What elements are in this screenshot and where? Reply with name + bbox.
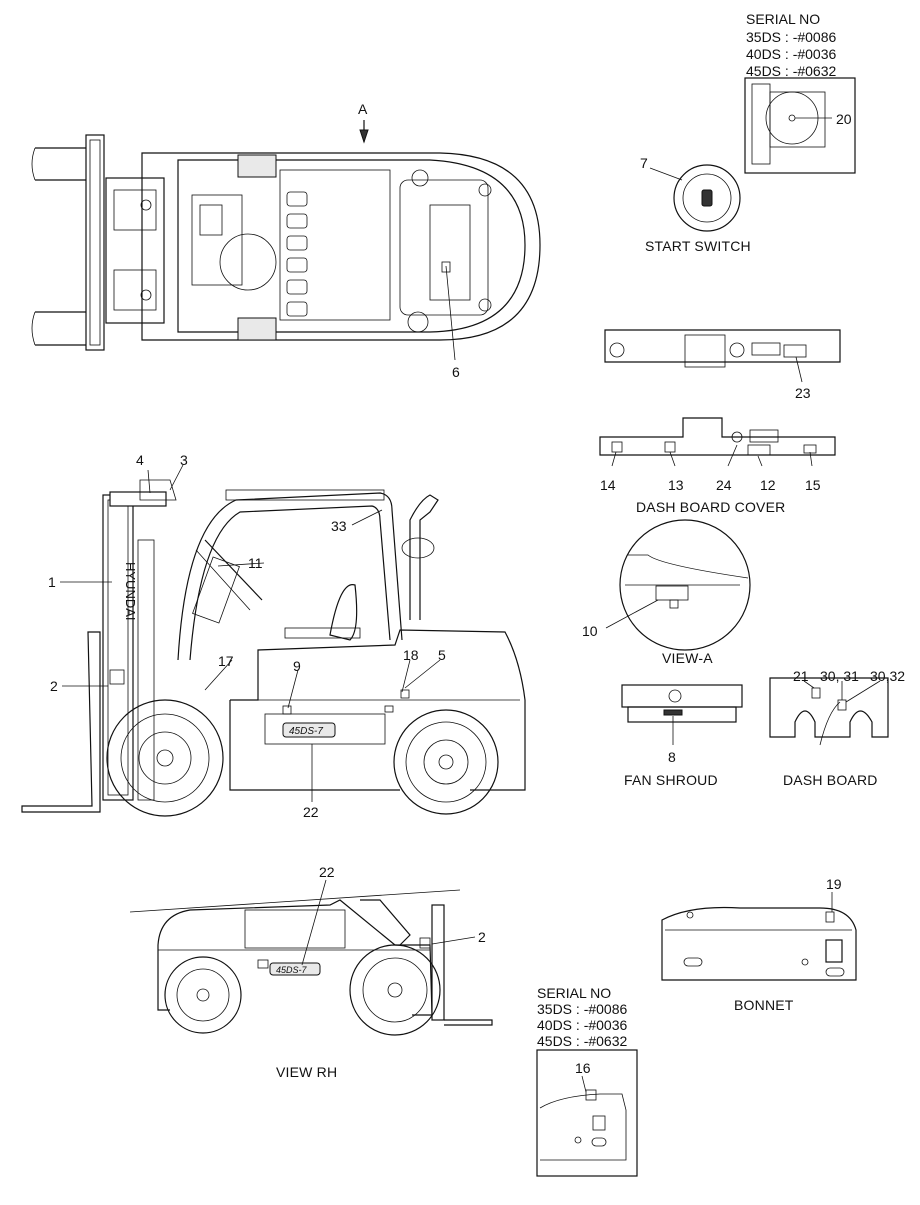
dash-board-caption: DASH BOARD [783, 772, 878, 788]
fan-shroud-caption: FAN SHROUD [624, 772, 718, 788]
view-a-arrow-label: A [358, 101, 368, 117]
callout-1: 1 [48, 574, 56, 590]
start-switch-caption: START SWITCH [645, 238, 751, 254]
serial-inset-bottom: SERIAL NO 35DS : -#0086 40DS : -#0036 45… [536, 985, 638, 1177]
dash-board-cover-part [599, 417, 836, 467]
callout-8: 8 [668, 749, 676, 765]
dash-panel-part [604, 329, 841, 383]
start-switch-part [649, 164, 741, 232]
callout-16: 16 [575, 1060, 591, 1076]
serial-top-line-3: 45DS : -#0632 [746, 63, 836, 79]
callout-3: 3 [180, 452, 188, 468]
callout-7: 7 [640, 155, 648, 171]
callout-13: 13 [668, 477, 684, 493]
callout-2-side: 2 [50, 678, 58, 694]
callout-24: 24 [716, 477, 732, 493]
callout-5: 5 [438, 647, 446, 663]
serial-top-line-1: 35DS : -#0086 [746, 29, 836, 45]
callout-30-31: 30, 31 [820, 668, 859, 684]
serial-inset-top: SERIAL NO 35DS : -#0086 40DS : -#0036 45… [744, 11, 856, 174]
callout-15: 15 [805, 477, 821, 493]
dash-board-cover-caption: DASH BOARD COVER [636, 499, 785, 515]
bonnet-caption: BONNET [734, 997, 794, 1013]
view-rh: 45DS-7 [129, 879, 493, 1036]
callout-14: 14 [600, 477, 616, 493]
callout-33: 33 [331, 518, 347, 534]
callout-23: 23 [795, 385, 811, 401]
callout-12: 12 [760, 477, 776, 493]
brand-decal: HYUNDAI [123, 562, 138, 621]
view-a-detail [605, 519, 751, 651]
callout-30-32: 30,32 [870, 668, 905, 684]
top-plan-view [31, 120, 541, 361]
view-rh-caption: VIEW RH [276, 1064, 337, 1080]
callout-4: 4 [136, 452, 144, 468]
callout-9: 9 [293, 658, 301, 674]
fan-shroud-part [621, 684, 743, 745]
callout-18: 18 [403, 647, 419, 663]
callout-20: 20 [836, 111, 852, 127]
serial-top-line-2: 40DS : -#0036 [746, 46, 836, 62]
callout-22-side: 22 [303, 804, 319, 820]
dash-board-part [769, 677, 889, 746]
callout-21: 21 [793, 668, 809, 684]
callout-11: 11 [248, 555, 263, 571]
callout-2-rh: 2 [478, 929, 486, 945]
model-decal-rh: 45DS-7 [276, 965, 308, 975]
serial-bottom-line-1: 35DS : -#0086 [537, 1001, 627, 1017]
view-a-caption: VIEW-A [662, 650, 713, 666]
side-view-lh: 45DS-7 HYUNDAI [21, 464, 526, 817]
serial-bottom-line-3: 45DS : -#0632 [537, 1033, 627, 1049]
callout-6: 6 [452, 364, 460, 380]
model-decal-side: 45DS-7 [289, 726, 323, 737]
callout-22-rh: 22 [319, 864, 335, 880]
serial-bottom-line-2: 40DS : -#0036 [537, 1017, 627, 1033]
serial-top-title: SERIAL NO [746, 11, 820, 27]
callout-10: 10 [582, 623, 598, 639]
callout-19: 19 [826, 876, 842, 892]
bonnet-part [661, 892, 857, 981]
callout-17: 17 [218, 653, 234, 669]
serial-bottom-title: SERIAL NO [537, 985, 611, 1001]
